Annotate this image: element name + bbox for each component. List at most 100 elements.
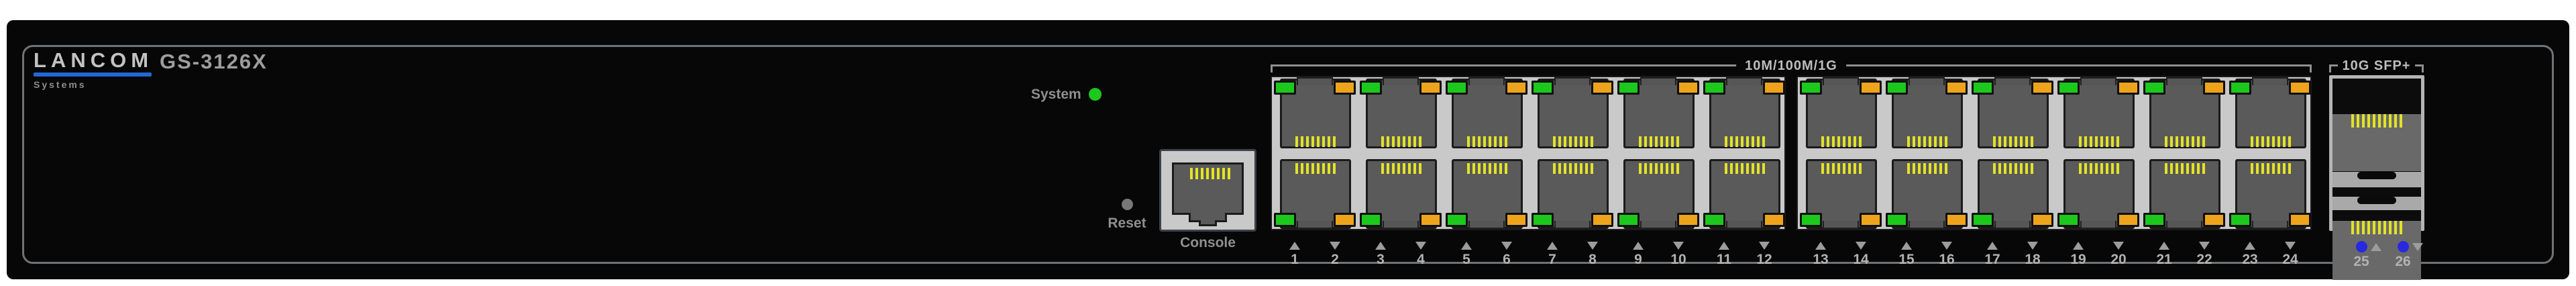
sfp-led-row	[2398, 241, 2423, 252]
port-led-amber	[1334, 81, 1356, 95]
port-number: 1	[1291, 252, 1299, 267]
sfp-led-row	[2356, 241, 2381, 252]
port-led-green	[1800, 213, 1822, 227]
port-led-green	[1617, 81, 1640, 95]
rj45-pins-icon	[1190, 168, 1230, 179]
down-arrow-icon	[1673, 242, 1684, 250]
sfp-pins-icon	[2351, 114, 2402, 128]
port-led-amber	[1945, 81, 1968, 95]
rj45-pins-icon	[1993, 163, 2033, 174]
up-arrow-icon	[1987, 242, 1998, 250]
port-led-green	[2057, 81, 2080, 95]
port-led-blue	[2398, 241, 2409, 252]
port-number: 3	[1377, 252, 1385, 267]
down-arrow-icon	[1587, 242, 1598, 250]
port-number: 23	[2242, 252, 2258, 267]
rj45-pins-icon	[2165, 163, 2205, 174]
rj45-pins-icon	[2079, 136, 2119, 147]
sfp-cage-block	[2329, 75, 2424, 280]
rj45-pins-icon	[1907, 163, 1947, 174]
sfp-cage-26-frame	[2332, 197, 2421, 210]
port-number: 5	[1462, 252, 1470, 267]
port-led-green	[2229, 81, 2251, 95]
port-led-green	[1703, 213, 1725, 227]
sfp-port-label-26: 26	[2395, 241, 2423, 269]
port-led-amber	[2117, 213, 2139, 227]
port-number: 9	[1634, 252, 1642, 267]
port-led-green	[1446, 213, 1468, 227]
rj45-plug-slot	[1994, 77, 2031, 85]
down-arrow-icon	[1501, 242, 1512, 250]
reset-label: Reset	[1108, 216, 1146, 231]
port-number-label: 15	[1892, 242, 1921, 267]
port-number-label: 2	[1320, 242, 1350, 267]
down-arrow-icon	[2199, 242, 2210, 250]
port-led-amber	[2289, 81, 2311, 95]
rj45-plug-slot	[1383, 77, 1419, 85]
rj45-plug-slot	[1994, 221, 2031, 229]
sfp-port-label-25: 25	[2353, 241, 2381, 269]
rj45-plug-slot	[2252, 221, 2288, 229]
port-led-green	[1532, 81, 1554, 95]
port-led-green	[1972, 213, 1994, 227]
port-plate	[1271, 76, 1786, 230]
sfp-cage-port-25[interactable]	[2332, 114, 2421, 171]
up-arrow-icon	[1547, 242, 1558, 250]
port-led-green	[1360, 213, 1382, 227]
rj45-plug-slot	[1554, 77, 1591, 85]
rj45-plug-slot	[1909, 77, 1945, 85]
console-jack-notch-tab	[1199, 220, 1217, 226]
port-number: 11	[1716, 252, 1732, 267]
rj45-plug-slot	[1383, 221, 1419, 229]
port-number: 13	[1813, 252, 1829, 267]
port-number: 17	[1984, 252, 2000, 267]
down-arrow-icon	[2027, 242, 2038, 250]
port-led-green	[1617, 213, 1640, 227]
rj45-plug-slot	[1554, 221, 1591, 229]
port-number-label: 12	[1750, 242, 1779, 267]
sfp-cage-25-frame	[2332, 172, 2421, 187]
port-led-green	[1274, 213, 1296, 227]
console-port-group	[1159, 149, 1256, 232]
rj45-plug-slot	[1823, 77, 1859, 85]
port-led-amber	[1505, 81, 1527, 95]
port-number-label: 14	[1846, 242, 1876, 267]
rj45-pins-icon	[1821, 163, 1862, 174]
port-number: 21	[2156, 252, 2172, 267]
copper-ports-bracket: 10M/100M/1G	[1271, 58, 2312, 74]
port-led-green	[1886, 81, 1908, 95]
rj45-pins-icon	[1295, 136, 1336, 147]
port-led-green	[2143, 213, 2165, 227]
sfp-latch-handle[interactable]	[2357, 197, 2396, 204]
port-number-label: 21	[2149, 242, 2179, 267]
down-arrow-icon	[1856, 242, 1866, 250]
switch-chassis: LANCOM Systems GS-3126X System Reset Con…	[7, 20, 2569, 280]
copper-ports-speed-label: 10M/100M/1G	[1736, 58, 1846, 74]
port-number-label: 22	[2190, 242, 2219, 267]
port-number: 26	[2395, 254, 2411, 269]
port-number-label: 17	[1978, 242, 2007, 267]
port-led-green	[1703, 81, 1725, 95]
console-port-bezel	[1159, 149, 1256, 232]
rj45-plug-slot	[1468, 77, 1505, 85]
port-number: 14	[1853, 252, 1869, 267]
rj45-pins-icon	[1467, 136, 1507, 147]
port-led-green	[2143, 81, 2165, 95]
port-number: 15	[1898, 252, 1915, 267]
port-led-blue	[2356, 241, 2367, 252]
sfp-ports-bracket: 10G SFP+	[2329, 58, 2424, 74]
port-number: 24	[2282, 252, 2298, 267]
reset-button[interactable]	[1122, 199, 1133, 210]
port-number-label: 10	[1664, 242, 1693, 267]
rj45-plug-slot	[1909, 221, 1945, 229]
up-arrow-icon	[2159, 242, 2169, 250]
port-led-green	[1274, 81, 1296, 95]
down-arrow-icon	[2285, 242, 2296, 250]
rj45-plug-slot	[2166, 221, 2202, 229]
port-plate	[1796, 76, 2312, 230]
rj45-pins-icon	[1639, 136, 1679, 147]
up-arrow-icon	[2371, 242, 2381, 251]
rj45-pins-icon	[1381, 163, 1421, 174]
sfp-latch-handle[interactable]	[2357, 172, 2396, 179]
